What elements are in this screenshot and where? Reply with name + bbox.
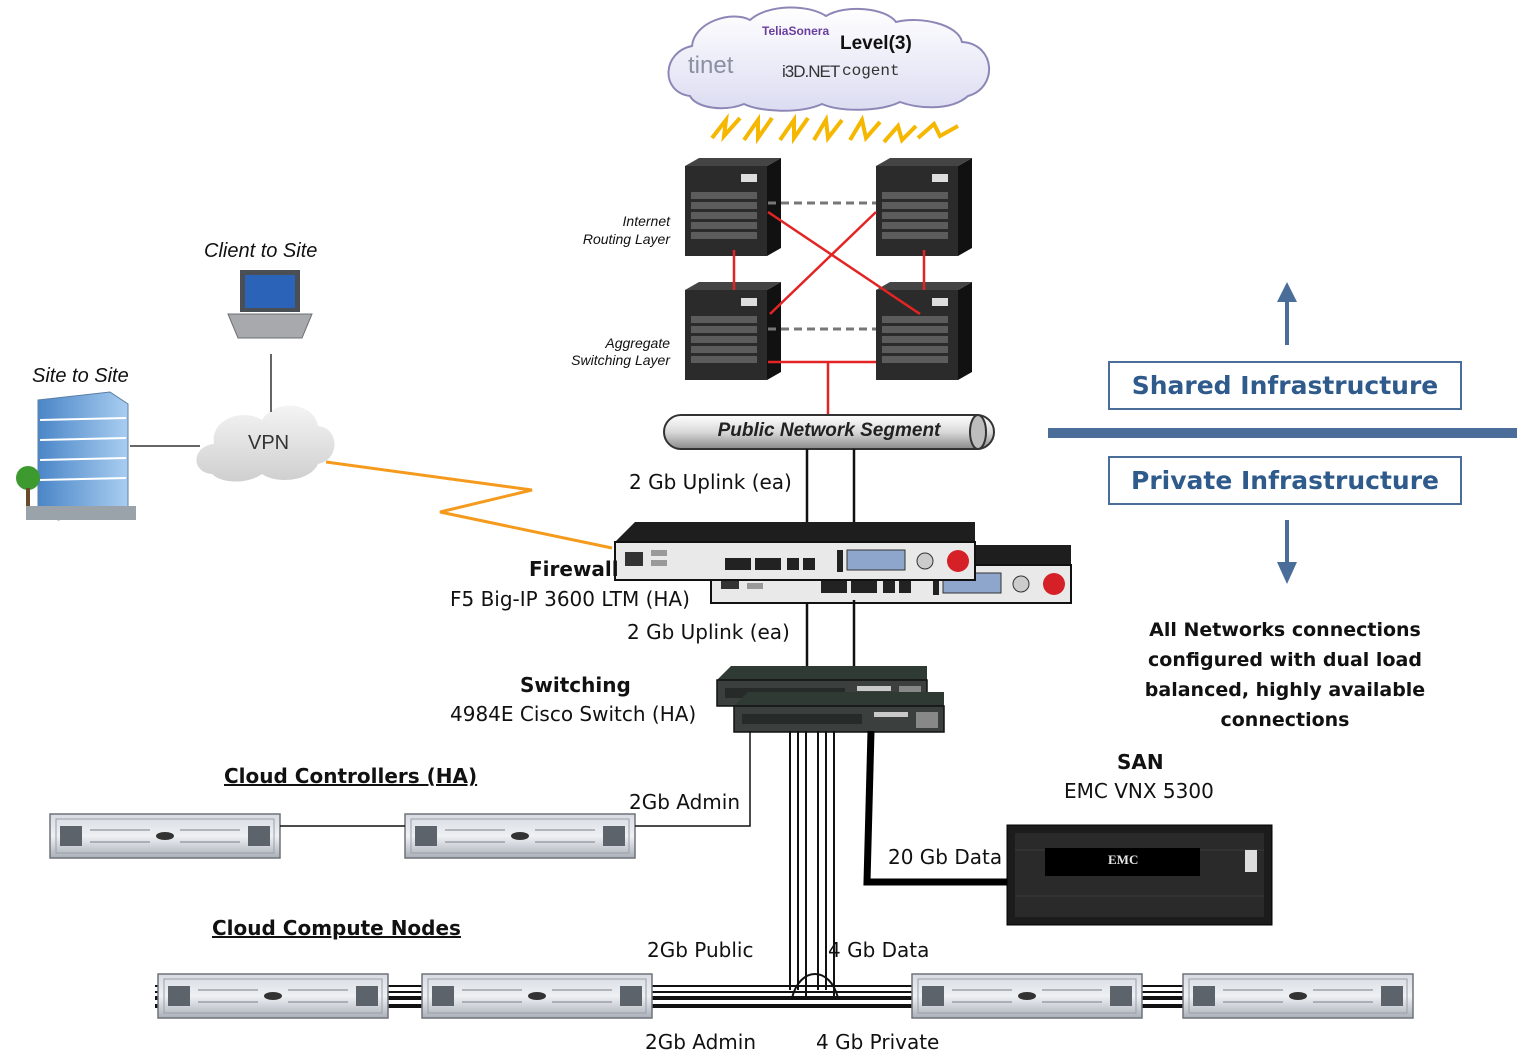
san-brand: EMC	[1108, 852, 1139, 867]
isp-teliasonera: TeliaSonera	[762, 24, 830, 38]
ha-connections-note: All Networks connections configured with…	[1130, 615, 1440, 735]
vpn-connections	[130, 354, 272, 447]
compute-node-4	[1182, 973, 1414, 1019]
aggregate-layer-label: Aggregate Switching Layer	[540, 335, 670, 369]
vpn-label: VPN	[248, 432, 290, 454]
aggregate-layer-line-1: Aggregate	[605, 335, 670, 351]
firewall-title: Firewall	[529, 557, 619, 581]
controllers-title: Cloud Controllers (HA)	[224, 764, 478, 788]
isp-cloud	[667, 6, 991, 112]
switch-secondary	[733, 691, 945, 733]
aggregate-switch-left	[685, 282, 781, 380]
uplink-mid-label: 2 Gb Uplink (ea)	[627, 620, 790, 644]
san-title: SAN	[1117, 750, 1164, 774]
ha-note-line-3: balanced, highly available	[1144, 679, 1426, 701]
site-to-site-label: Site to Site	[32, 365, 129, 387]
site-building	[16, 391, 136, 521]
compute-node-3	[911, 973, 1143, 1019]
infrastructure-divider	[1048, 282, 1517, 584]
san-model: EMC VNX 5300	[1064, 779, 1214, 803]
internet-router-left	[685, 158, 781, 256]
rack-red-links	[732, 210, 926, 415]
controllers-admin-link	[635, 731, 751, 827]
routing-layer-label: Internet Routing Layer	[560, 212, 670, 248]
controller-server-2	[404, 813, 636, 859]
san-data-link	[863, 730, 1007, 886]
ha-note-line-2: configured with dual load	[1148, 649, 1422, 671]
aggregate-layer-line-2: Switching Layer	[571, 352, 670, 368]
isp-cogent: cogent	[842, 62, 900, 80]
routing-layer-line-1: Internet	[622, 213, 670, 229]
private-infrastructure-box: Private Infrastructure	[1108, 456, 1462, 505]
uplink-top-label: 2 Gb Uplink (ea)	[629, 470, 792, 494]
controller-server-1	[49, 813, 281, 859]
rack-dashed-links	[768, 201, 876, 331]
compute-data-label: 4 Gb Data	[828, 938, 930, 962]
internet-lightning	[710, 113, 959, 145]
client-laptop	[227, 270, 313, 339]
vpn-lightning	[325, 460, 613, 550]
isp-tinet: tinet	[688, 52, 734, 79]
client-to-site-label: Client to Site	[204, 240, 318, 262]
firewall-model: F5 Big-IP 3600 LTM (HA)	[450, 587, 690, 611]
controllers-admin-label: 2Gb Admin	[629, 790, 741, 814]
ha-note-line-1: All Networks connections	[1149, 619, 1421, 641]
firewall-primary	[614, 521, 976, 581]
compute-node-2	[421, 973, 653, 1019]
shared-infrastructure-box: Shared Infrastructure	[1108, 361, 1462, 410]
vpn-cloud	[196, 405, 335, 482]
isp-i3d: i3D.NET	[782, 62, 840, 81]
aggregate-switch-right	[876, 282, 972, 380]
compute-title: Cloud Compute Nodes	[212, 916, 461, 940]
internet-router-right	[876, 158, 972, 256]
compute-node-1	[157, 973, 389, 1019]
compute-line-hop	[791, 973, 839, 999]
switching-model: 4984E Cisco Switch (HA)	[450, 702, 697, 726]
compute-private-label: 4 Gb Private	[816, 1030, 940, 1054]
ha-note-line-4: connections	[1220, 709, 1350, 731]
compute-trunk-lines	[789, 731, 835, 998]
compute-public-label: 2Gb Public	[647, 938, 754, 962]
switching-title: Switching	[520, 673, 631, 697]
compute-admin-label: 2Gb Admin	[645, 1030, 757, 1054]
san-data-label: 20 Gb Data	[888, 845, 1003, 869]
isp-level3: Level(3)	[840, 33, 912, 54]
public-network-segment	[663, 414, 995, 450]
routing-layer-line-2: Routing Layer	[582, 231, 670, 247]
public-segment-label: Public Network Segment	[717, 420, 941, 441]
san-storage	[1006, 824, 1273, 926]
